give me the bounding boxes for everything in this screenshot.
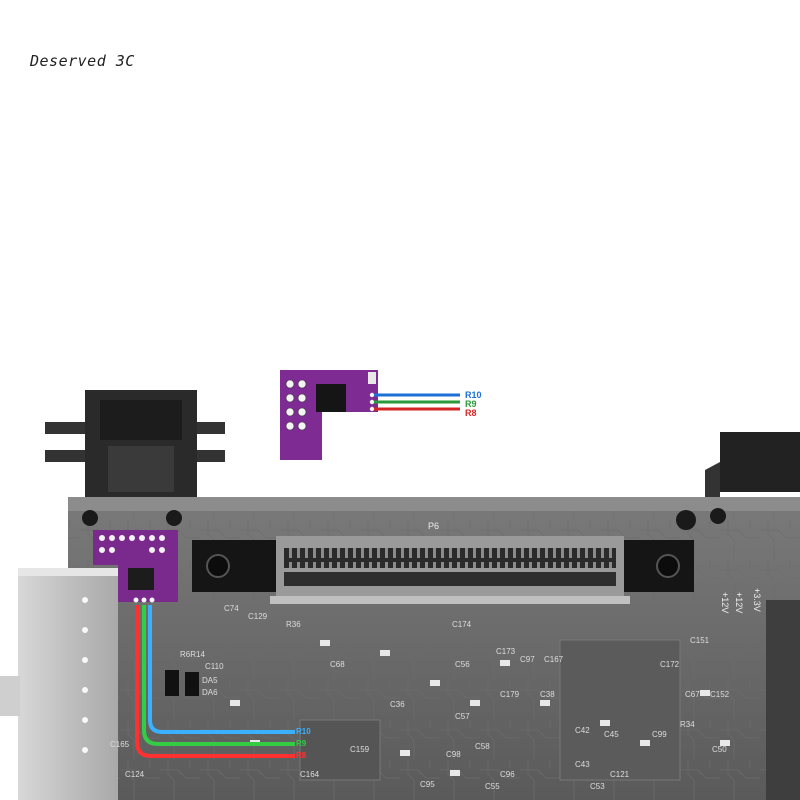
board-label-r10: R10 [296,727,311,736]
silkscreen-label: C173 [496,647,516,656]
mounting-holes [82,508,726,530]
silkscreen-label: C165 [110,740,130,749]
voltage-label-3: +3.3V [752,588,762,612]
silkscreen-label: C96 [500,770,515,779]
silkscreen-label: C38 [540,690,555,699]
silkscreen-label: C45 [604,730,619,739]
voltage-label-1: +12V [720,592,730,614]
board-wires [135,605,295,758]
wire-label-r9: R9 [465,399,477,409]
silkscreen-label: R34 [680,720,695,729]
silkscreen-label: C167 [544,655,564,664]
metal-shield [0,568,118,800]
silkscreen-label: C98 [446,750,461,759]
silkscreen-label: C58 [475,742,490,751]
silkscreen-label: C43 [575,760,590,769]
silkscreen-label: C55 [485,782,500,791]
silkscreen-label: C164 [300,770,320,779]
silkscreen-label: R36 [286,620,301,629]
silkscreen-label: C42 [575,726,590,735]
voltage-label-2: +12V [734,592,744,614]
cartridge-slot [192,536,694,604]
silkscreen-label: DA6 [202,688,218,697]
wire-label-r10: R10 [465,390,482,400]
silkscreen-label: C129 [248,612,268,621]
silkscreen-label: DA5 [202,676,218,685]
side-connector [705,432,800,498]
silkscreen-label: C159 [350,745,370,754]
installed-rgb-module [93,530,178,603]
brand-watermark: Deserved 3C [30,52,135,70]
silkscreen-label: C172 [660,660,680,669]
expansion-port [45,390,225,500]
silkscreen-label: C68 [330,660,345,669]
silkscreen-label: C152 [710,690,730,699]
board-components [165,600,800,800]
silkscreen-label: C151 [690,636,710,645]
silkscreen-label: C110 [205,662,224,671]
silkscreen-label: C99 [652,730,667,739]
wire-label-r8: R8 [465,408,477,418]
board-label-r8: R8 [296,751,307,760]
silkscreen-label: C56 [455,660,470,669]
silkscreen-label: C74 [224,604,239,613]
board-label-r9: R9 [296,739,307,748]
silkscreen-label: C97 [520,655,535,664]
silkscreen-label: C53 [590,782,605,791]
connector-label: P6 [428,521,440,531]
silkscreen-label: C36 [390,700,405,709]
silkscreen-label: C174 [452,620,472,629]
silkscreen-label: C95 [420,780,435,789]
silkscreen-label: C67 [685,690,700,699]
silkscreen-label: C124 [125,770,145,779]
silkscreen-label: C50 [712,745,727,754]
silkscreen-label: C121 [610,770,630,779]
silkscreen-label: C57 [455,712,470,721]
silkscreen-label: C179 [500,690,520,699]
rgb-module-board [280,370,460,460]
silkscreen-label: R6R14 [180,650,205,659]
